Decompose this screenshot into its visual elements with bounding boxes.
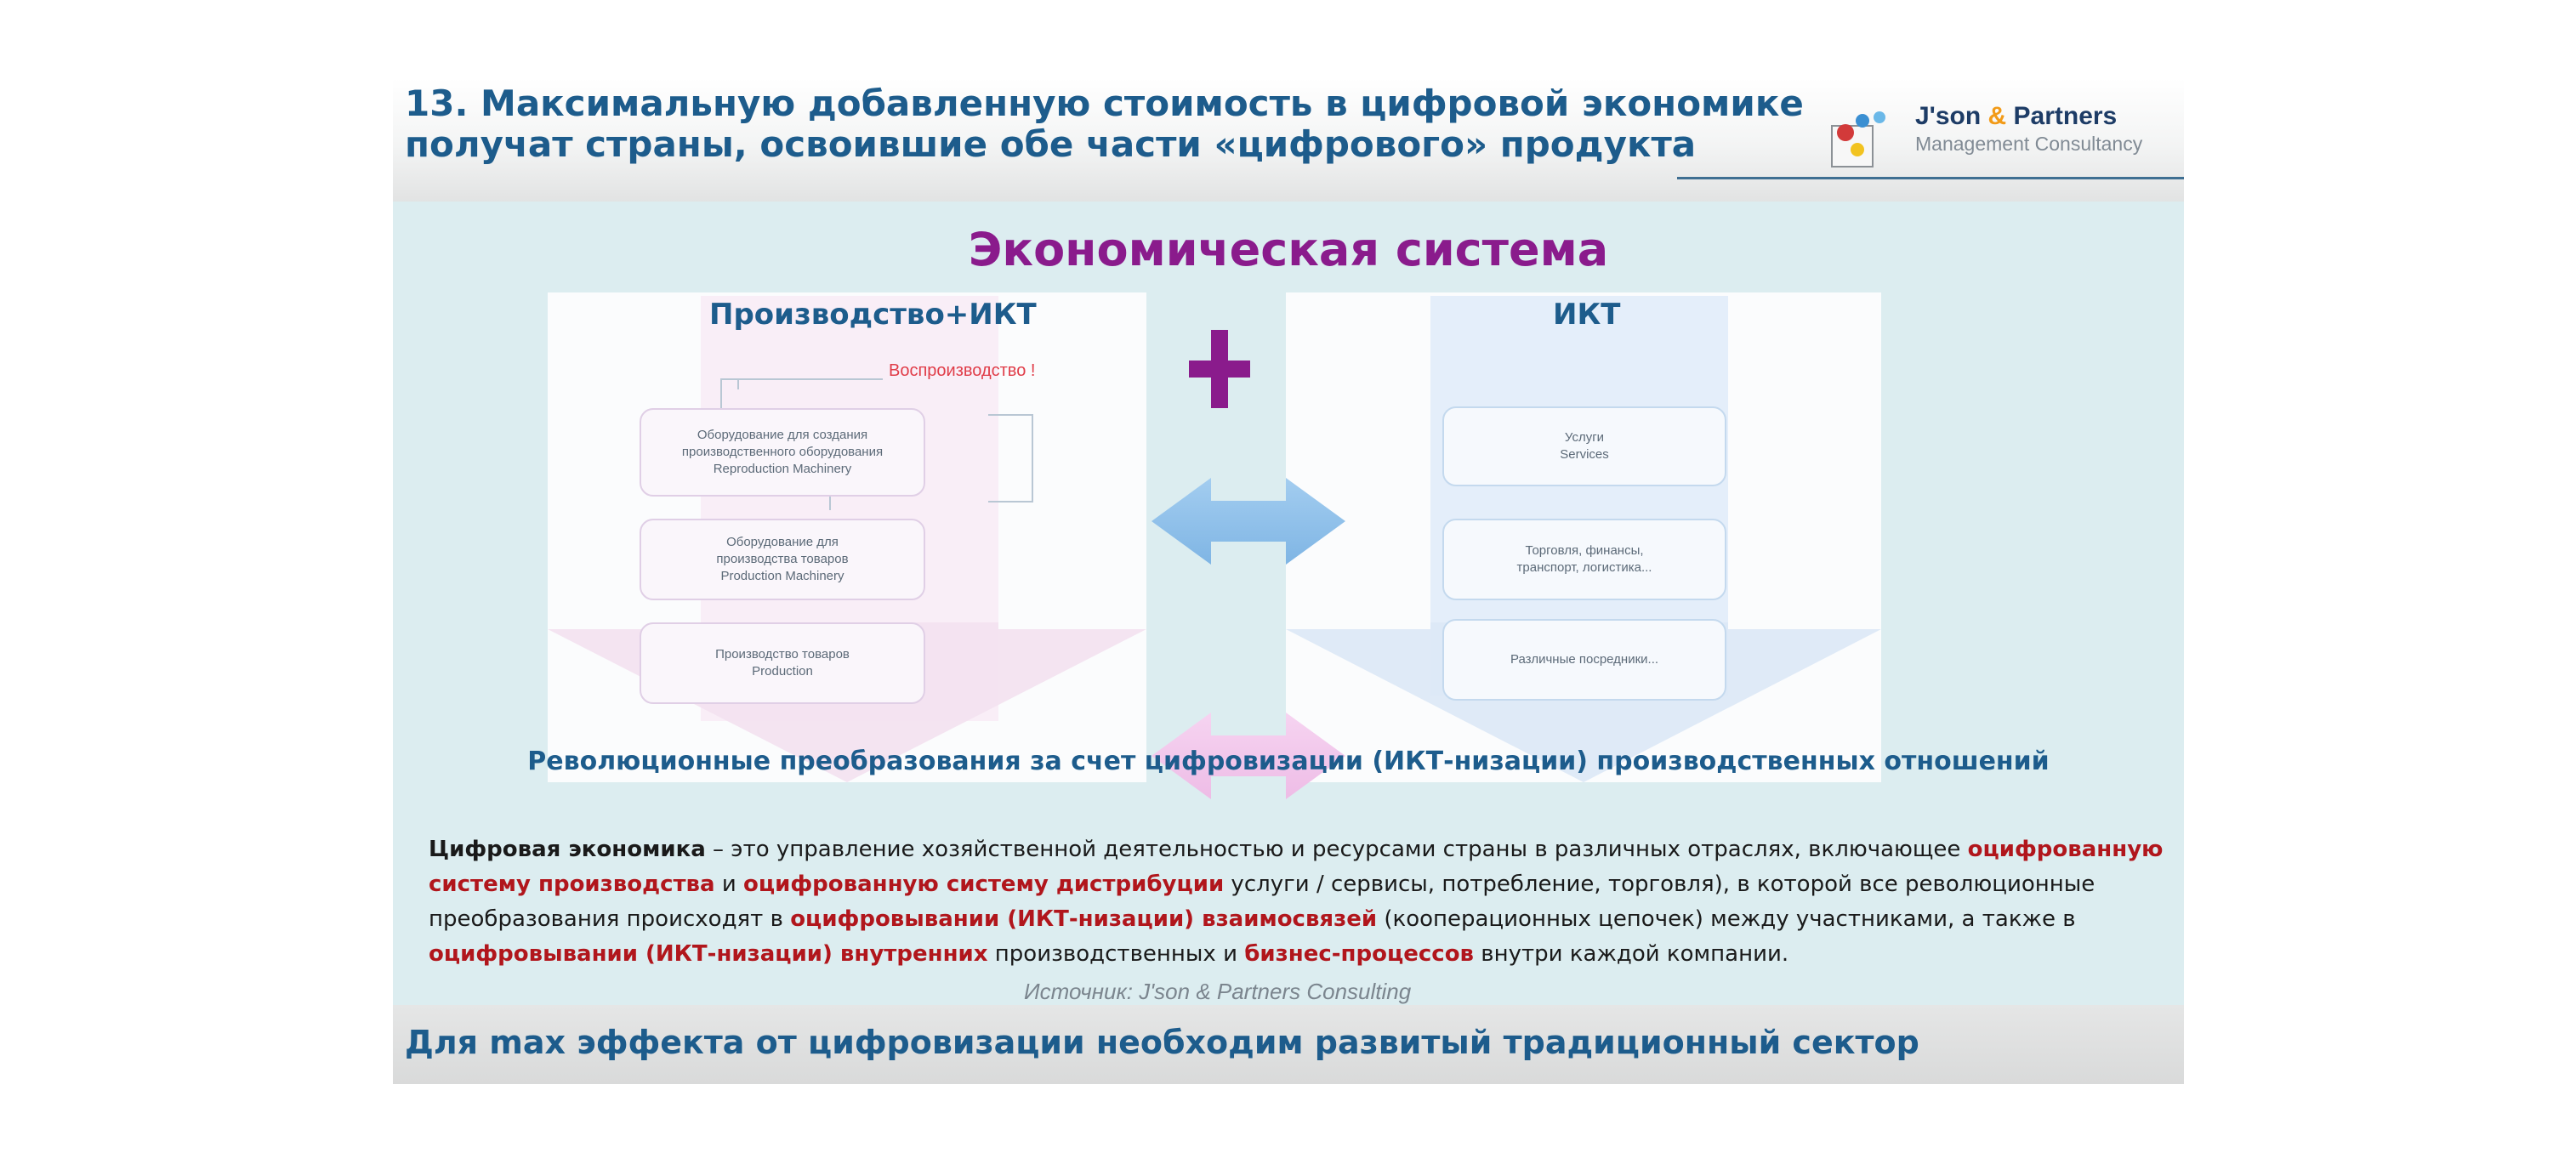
box-trade-finance: Торговля, финансы, транспорт, логистика.… — [1442, 519, 1726, 600]
slide-header: 13. Максимальную добавленную стоимость в… — [393, 78, 2184, 202]
definition-highlight-2: оцифрованную систему дистрибуции — [743, 872, 1225, 897]
system-title: Экономическая система — [968, 223, 1609, 276]
slide-footer: Для max эффекта от цифровизации необходи… — [393, 1005, 2184, 1084]
definition-highlight-1: оцифрованную систему производства — [429, 837, 2164, 897]
right-panel-label: ИКТ — [1553, 298, 1621, 332]
logo-bubbles-icon — [1831, 111, 1885, 168]
pink-double-arrow — [1152, 713, 1345, 799]
box-reproduction-machinery: Оборудование для создания производственн… — [640, 408, 925, 497]
definition-highlight-3: оцифровывании (ИКТ-низации) взаимосвязей — [790, 906, 1378, 932]
reproduction-loop-inner — [737, 378, 883, 389]
plus-icon — [1189, 330, 1250, 408]
logo-name: J'son & Partners — [1915, 102, 2118, 130]
revolution-text: Революционные преобразования за счет циф… — [527, 747, 2050, 776]
box-production-machinery: Оборудование для производства товаров Pr… — [640, 519, 925, 600]
definition-term: Цифровая экономика — [429, 837, 706, 862]
footer-text: Для max эффекта от цифровизации необходи… — [405, 1024, 1919, 1061]
definition-highlight-5: бизнес-процессов — [1244, 941, 1475, 967]
box-production: Производство товаров Production — [640, 622, 925, 704]
header-rule — [1677, 177, 2184, 179]
definition-text: Цифровая экономика – это управление хозя… — [429, 837, 2164, 967]
logo-subtitle: Management Consultancy — [1915, 133, 2143, 155]
definition-highlight-4: оцифровывании (ИКТ-низации) внутренних — [429, 941, 988, 967]
source-note: Источник: J'son & Partners Consulting — [1024, 979, 1412, 1004]
left-panel-label: Производство+ИКТ — [709, 298, 1037, 332]
slide-title-line1: 13. Максимальную добавленную стоимость в… — [405, 82, 1804, 124]
box-intermediaries: Различные посредники... — [1442, 619, 1726, 701]
reproduction-note: Воспроизводство ! — [889, 361, 1036, 380]
right-down-arrow — [1286, 622, 1881, 782]
double-arrow-icon — [1152, 478, 1345, 565]
slide-title-line2: получат страны, освоившие обе части «циф… — [405, 123, 1697, 165]
slide: 13. Максимальную добавленную стоимость в… — [393, 78, 2184, 1084]
box-services: Услуги Services — [1442, 406, 1726, 486]
reproduction-loop-right — [988, 414, 1033, 503]
